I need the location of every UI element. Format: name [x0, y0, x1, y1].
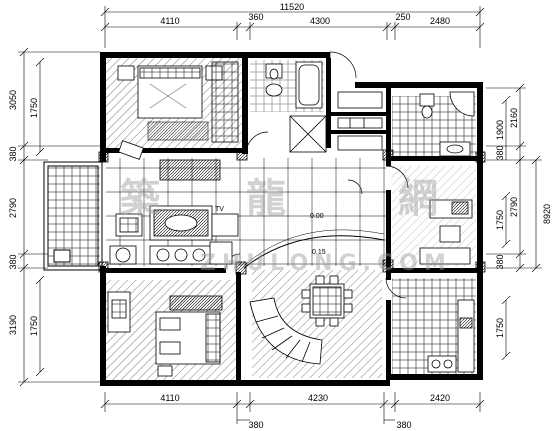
dim-right-3: 380 — [495, 145, 505, 160]
dim-bottom-small-2: 380 — [396, 420, 411, 430]
dim-right-total: 8920 — [542, 204, 552, 224]
study-furniture — [419, 199, 473, 265]
dim-left-2: 1750 — [29, 98, 39, 118]
dim-right-1: 2160 — [509, 108, 519, 128]
dim-right-4: 2790 — [509, 197, 519, 217]
tv-label: TV — [215, 206, 224, 213]
dim-bottom-1: 4110 — [160, 393, 179, 403]
columns — [98, 149, 486, 275]
bath-right — [419, 91, 475, 157]
dim-left-1: 3050 — [8, 90, 18, 110]
dim-top-4: 250 — [395, 12, 410, 22]
dim-left-6: 3190 — [8, 315, 18, 335]
area-mark-2: 0.15 — [312, 249, 326, 256]
kitchen-furniture — [427, 299, 475, 373]
dim-left-5: 380 — [8, 254, 18, 269]
dimension-bottom — [100, 392, 485, 424]
dim-bottom-3: 2420 — [430, 393, 450, 403]
dimension-top — [100, 6, 485, 48]
dimension-left — [18, 47, 100, 387]
dim-right-7: 1750 — [495, 318, 505, 338]
bath-top-middle — [265, 61, 327, 153]
dim-top-total: 11520 — [280, 2, 304, 12]
dim-top-1: 4110 — [160, 16, 179, 26]
dim-top-2: 360 — [248, 12, 263, 22]
balcony — [43, 161, 103, 271]
dim-right-5: 1750 — [495, 210, 505, 230]
dim-left-3: 380 — [8, 146, 18, 161]
doors — [225, 51, 409, 299]
dim-right-2: 1900 — [495, 120, 505, 140]
watermark-char-1: 築 — [120, 176, 161, 222]
dim-bottom-small-1: 380 — [248, 420, 263, 430]
dim-right-6: 380 — [495, 254, 505, 269]
living-room-furniture — [109, 140, 239, 265]
dim-top-3: 4300 — [310, 16, 330, 26]
watermark-char-2: 龍 — [246, 176, 286, 222]
balcony-floor — [48, 166, 100, 266]
watermark-latin: ZHULONG.COM — [200, 251, 452, 276]
dim-left-4: 2790 — [8, 198, 18, 218]
dim-top-5: 2480 — [430, 16, 450, 26]
watermark-char-3: 網 — [398, 176, 438, 222]
stair-arc — [243, 229, 385, 269]
storage-units — [337, 91, 383, 151]
dining-table — [301, 275, 353, 327]
dimension-right — [486, 83, 542, 361]
watermark: 築 龍 網 ZHULONG.COM — [120, 176, 452, 276]
walls — [100, 52, 483, 386]
dim-left-7: 1750 — [29, 316, 39, 336]
bed-top — [117, 61, 239, 143]
bed-bottom — [107, 291, 223, 377]
area-mark-1: 0.00 — [310, 213, 324, 220]
spiral-stair — [249, 297, 323, 365]
dim-bottom-2: 4230 — [308, 393, 328, 403]
